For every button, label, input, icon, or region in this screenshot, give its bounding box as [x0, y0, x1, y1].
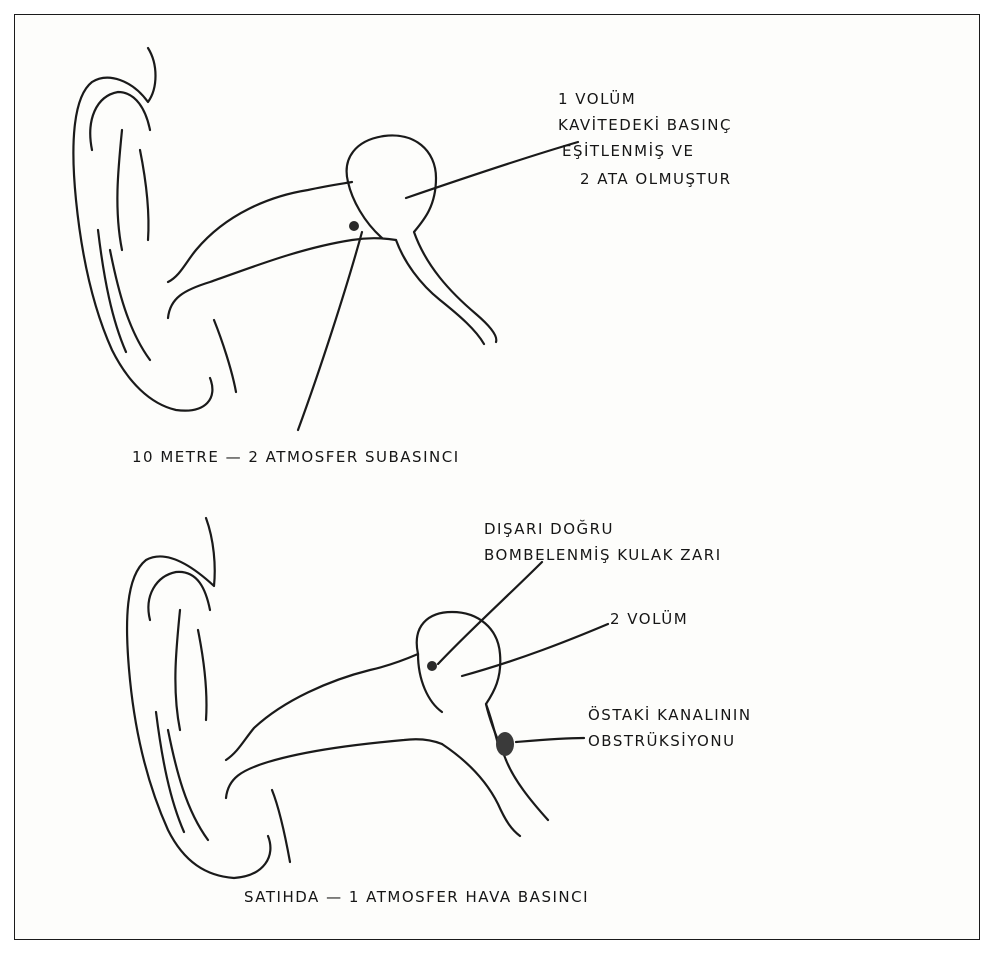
bottom-eardrum-mark [427, 661, 437, 671]
bottom-labels: DIŞARI DOĞRU BOMBELENMİŞ KULAK ZARI 2 VO… [244, 519, 752, 906]
bottom-caption: SATIHDA — 1 ATMOSFER HAVA BASINCI [244, 888, 589, 906]
bottom-eardrum-label-2: BOMBELENMİŞ KULAK ZARI [484, 545, 722, 564]
bottom-middle-ear-cavity [417, 612, 506, 760]
top-pressure-label-3: 2 ATA OLMUŞTUR [580, 170, 732, 188]
top-ear-fold-2 [140, 150, 149, 240]
top-volume-leader [406, 142, 578, 198]
top-ear-fold-1 [117, 130, 122, 250]
bottom-volume-leader [462, 624, 608, 676]
top-ear-canal-lower [168, 238, 396, 318]
top-caption-leader [298, 232, 362, 430]
top-ear-helix [73, 48, 212, 411]
top-ear-canal-upper [168, 182, 352, 282]
bottom-ear-drawing [127, 518, 608, 878]
top-pressure-label-2: EŞİTLENMİŞ VE [562, 141, 695, 160]
top-eardrum-mark [349, 221, 359, 231]
top-ear-lobe-line [214, 320, 236, 392]
bottom-ear-fold-1 [175, 610, 180, 730]
top-ear-drawing [73, 48, 578, 430]
top-volume-label: 1 VOLÜM [558, 89, 636, 108]
bottom-obstruction-label-1: ÖSTAKİ KANALININ [588, 705, 752, 724]
bottom-obstruction-label-2: OBSTRÜKSİYONU [588, 731, 736, 750]
top-pressure-label-1: KAVİTEDEKİ BASINÇ [558, 115, 732, 134]
bottom-eardrum-label-1: DIŞARI DOĞRU [484, 519, 614, 538]
top-eustachian-tube [396, 240, 484, 344]
bottom-volume-label: 2 VOLÜM [610, 609, 688, 628]
bottom-eustachian-tube [442, 744, 520, 836]
top-caption: 10 METRE — 2 ATMOSFER SUBASINCI [132, 448, 460, 466]
bottom-eustachian-tube-2 [506, 760, 548, 820]
eustachian-obstruction-mark [496, 732, 514, 756]
top-ear-fold-3 [110, 250, 150, 360]
bottom-ear-canal-upper [226, 654, 418, 760]
bottom-ear-fold-3 [168, 730, 208, 840]
bottom-ear-fold-2 [198, 630, 207, 720]
bottom-ear-canal-lower [226, 739, 442, 798]
bottom-ear-lobe-line [272, 790, 290, 862]
bottom-obstruction-leader [516, 738, 584, 742]
